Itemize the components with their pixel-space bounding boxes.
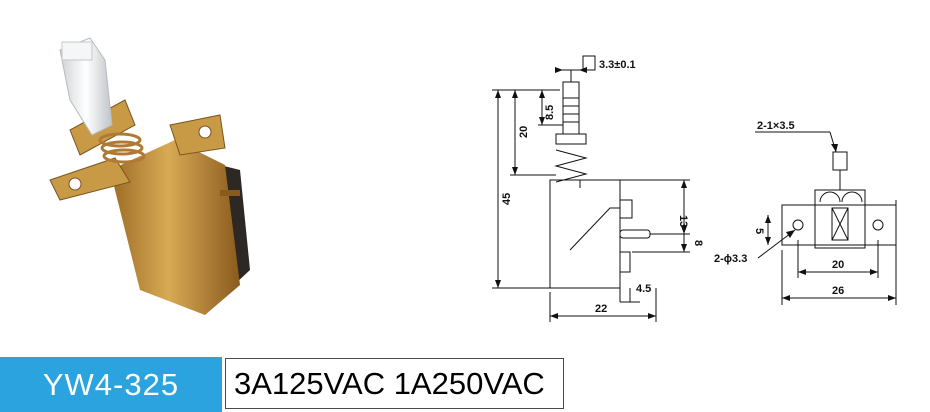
dim-4-5: 4.5 <box>636 283 651 295</box>
dim-shaft-tolerance: 3.3±0.1 <box>599 59 636 71</box>
terminal-outline <box>619 229 651 239</box>
shaft-outline <box>562 81 580 135</box>
dim-26: 26 <box>832 285 844 297</box>
model-badge: YW4-325 <box>0 357 222 412</box>
spring <box>98 132 146 164</box>
dim-holes-top: 2-1×3.5 <box>757 120 795 132</box>
footer-bar: YW4-325 3A125VAC 1A250VAC <box>0 357 930 412</box>
dim-13: 13 <box>677 215 689 227</box>
dim-8-5: 8.5 <box>544 105 556 120</box>
dim-5: 5 <box>753 228 765 234</box>
technical-drawing: 3.3±0.1 8.5 20 45 13 8 4.5 22 2-1×3.5 5 … <box>492 55 897 322</box>
terminal <box>220 190 240 196</box>
spring-outline <box>554 149 588 183</box>
metal-frame <box>110 140 240 315</box>
dim-holes-dia: 2-ϕ3.3 <box>714 253 747 265</box>
rating-box: 3A125VAC 1A250VAC <box>225 358 564 409</box>
mounting-tab-right <box>169 114 226 156</box>
center-terminal <box>831 207 849 241</box>
dim-8: 8 <box>692 240 704 246</box>
dim-45: 45 <box>501 193 513 205</box>
mounting-tab-left <box>49 157 131 201</box>
top-terminal <box>832 151 848 171</box>
mount-hole-right <box>872 219 884 231</box>
product-photo <box>49 37 250 315</box>
shaft-section-symbol <box>582 55 596 71</box>
dim-20b: 20 <box>832 259 844 271</box>
plunger <box>59 37 113 136</box>
flange-outline <box>555 133 587 145</box>
mount-hole-left <box>792 219 804 231</box>
dim-22: 22 <box>595 303 607 315</box>
tab-hole-right <box>198 125 212 139</box>
tab-hole-left <box>68 177 82 191</box>
plunger-tip <box>61 41 93 61</box>
dim-20: 20 <box>518 126 530 138</box>
